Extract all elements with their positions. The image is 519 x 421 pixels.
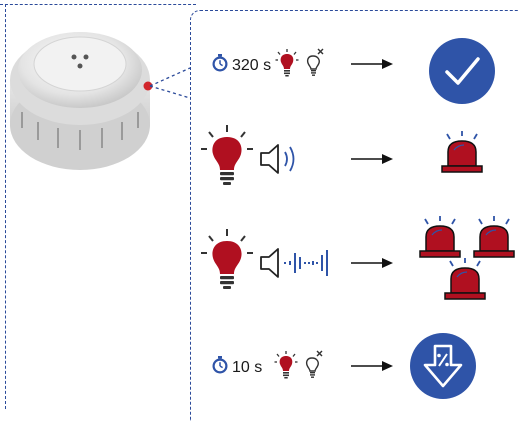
state-row-cooldown: 10 s bbox=[210, 350, 324, 385]
smoke-detector-image bbox=[10, 32, 153, 170]
frame-left-line bbox=[5, 4, 6, 409]
bulb-off-icon bbox=[302, 350, 324, 385]
timer-label: 320 s bbox=[232, 56, 272, 74]
speaker-tone-icon bbox=[260, 144, 295, 174]
arrow-right-icon bbox=[351, 361, 393, 371]
arrow-right-icon bbox=[351, 59, 393, 69]
red-bulb-on-icon bbox=[201, 229, 253, 289]
timer-label: 10 s bbox=[232, 358, 263, 376]
alarm-beacon-icon bbox=[444, 258, 486, 300]
arrow-right-icon bbox=[351, 258, 393, 268]
red-bulb-on-icon bbox=[201, 125, 253, 185]
alarm-beacon-icon bbox=[441, 131, 483, 173]
red-bulb-on-icon bbox=[274, 350, 298, 385]
stopwatch-icon bbox=[210, 53, 230, 78]
check-circle-icon bbox=[429, 38, 495, 104]
frame-top-line bbox=[0, 4, 196, 5]
alarm-beacon-icon bbox=[473, 216, 515, 258]
speaker-pulse-icon bbox=[260, 248, 328, 278]
bulb-off-icon bbox=[303, 48, 325, 83]
percent-down-arrow-circle-icon bbox=[410, 333, 476, 399]
connector-line bbox=[149, 67, 191, 99]
state-row-standby: 320 s bbox=[210, 48, 325, 83]
stopwatch-icon bbox=[210, 355, 230, 380]
alarm-beacon-icon bbox=[419, 216, 461, 258]
state-panel bbox=[190, 10, 519, 421]
arrow-right-icon bbox=[351, 154, 393, 164]
red-bulb-on-icon bbox=[275, 48, 299, 83]
